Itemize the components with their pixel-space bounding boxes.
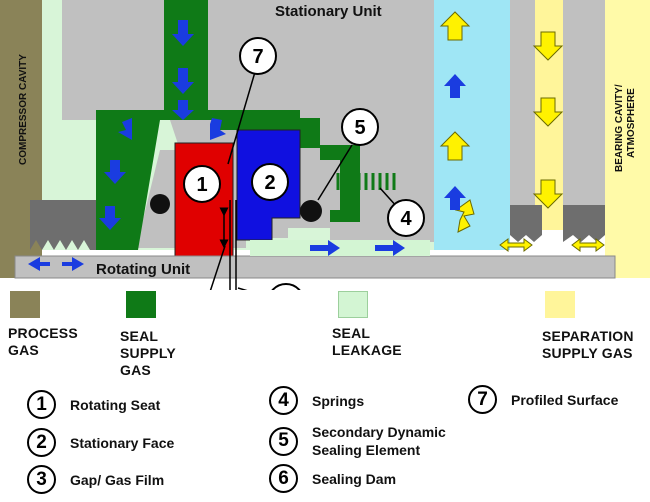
- legend-text-3: Gap/ Gas Film: [70, 471, 165, 488]
- o-ring-stationary: [300, 200, 322, 222]
- legend-item-1: 1 Rotating Seat: [27, 390, 160, 419]
- labyrinth-left: [30, 200, 96, 250]
- rotating-unit-label: Rotating Unit: [96, 261, 190, 278]
- legend-number-5: 5: [269, 426, 298, 456]
- bearing-cavity-label-line2: ATMOSPHERE: [626, 88, 637, 158]
- svg-text:4: 4: [400, 208, 412, 230]
- callout-1: 1: [183, 165, 221, 203]
- legend-text-2: Stationary Face: [70, 434, 175, 451]
- legend-number-4: 4: [269, 386, 298, 415]
- callout-5: 5: [341, 108, 379, 146]
- seal-supply-gas-channel: [96, 0, 360, 250]
- stationary-unit-label: Stationary Unit: [275, 3, 382, 20]
- legend-number-6: 6: [269, 464, 298, 493]
- separation-gas-arrows: [439, 11, 564, 233]
- legend-number-3: 3: [27, 465, 56, 494]
- swatch-separation-supply-gas: [545, 291, 575, 318]
- legend-text-7: Profiled Surface: [511, 391, 619, 408]
- legend-item-4: 4 Springs: [269, 386, 364, 415]
- swatch-label-seal-leakage: SEAL LEAKAGE: [332, 325, 402, 358]
- bearing-cavity-zone: [605, 0, 650, 278]
- springs: [336, 173, 396, 190]
- labyrinth-right-2: [563, 205, 605, 242]
- seal-supply-flow-arrows: [28, 20, 405, 271]
- legend-number-1: 1: [27, 390, 56, 419]
- separation-outflow-arrows: [499, 238, 605, 252]
- legend-number-2: 2: [27, 428, 56, 457]
- legend-item-5: 5 Secondary Dynamic Sealing Element: [269, 423, 446, 459]
- legend-item-7: 7 Profiled Surface: [468, 385, 618, 414]
- labyrinth-right-1: [510, 205, 542, 242]
- leader-lines: [209, 71, 399, 290]
- legend-item-6: 6 Sealing Dam: [269, 464, 396, 493]
- swatch-process-gas: [10, 291, 40, 318]
- legend-item-3: 3 Gap/ Gas Film: [27, 465, 164, 494]
- svg-text:2: 2: [264, 172, 275, 194]
- swatch-seal-leakage: [338, 291, 368, 318]
- barrier-flow-arrows: [444, 74, 466, 210]
- swatch-label-process-gas: PROCESS GAS: [8, 325, 78, 358]
- legend-text-5: Secondary Dynamic Sealing Element: [312, 424, 446, 458]
- o-ring-rotating: [150, 194, 170, 214]
- swatch-seal-supply-gas: [126, 291, 156, 318]
- legend-text-4: Springs: [312, 392, 365, 409]
- callout-4: 4: [387, 199, 425, 237]
- legend-text-6: Sealing Dam: [312, 470, 397, 487]
- legend-item-2: 2 Stationary Face: [27, 428, 174, 457]
- bearing-cavity-label-line1: BEARING CAVITY/: [614, 84, 625, 172]
- legend-text-1: Rotating Seat: [70, 396, 161, 413]
- swatch-label-separation-supply-gas: SEPARATION SUPPLY GAS: [542, 328, 634, 361]
- compressor-cavity-label: COMPRESSOR CAVITY: [18, 54, 29, 165]
- dry-gas-seal-diagram: Stationary Unit Rotating Unit COMPRESSOR…: [0, 0, 650, 290]
- svg-text:1: 1: [196, 174, 207, 196]
- svg-text:7: 7: [252, 46, 263, 68]
- callout-7: 7: [239, 37, 277, 75]
- svg-text:5: 5: [354, 117, 365, 139]
- callout-3: 3: [271, 283, 301, 290]
- swatch-label-seal-supply-gas: SEAL SUPPLY GAS: [120, 328, 176, 378]
- legend-number-7: 7: [468, 385, 497, 414]
- callout-2: 2: [251, 163, 289, 201]
